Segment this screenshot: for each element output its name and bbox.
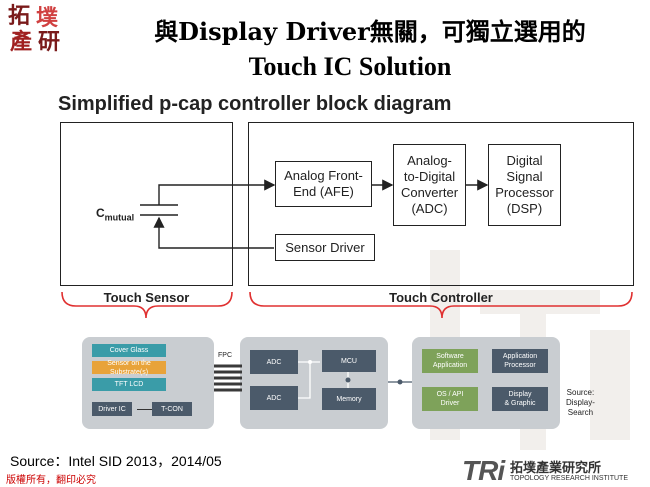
mcu-chip: MCU [322,350,376,372]
sensor-driver-block: Sensor Driver [275,234,375,261]
dsp-block: Digital Signal Processor (DSP) [488,144,561,226]
tft-lcd-layer: TFT LCD [92,378,166,391]
logo-char-1: 拓 [8,3,31,29]
cmutual-main: C [96,206,105,220]
sensor-substrate-layer: Sensor on the Substrate(s) [92,360,166,376]
cmutual-sub: mutual [104,212,135,223]
software-application-chip: Software Application [422,349,478,373]
slide-title-line-2: Touch IC Solution [248,52,452,81]
tri-name-en: TOPOLOGY RESEARCH INSTITUTE [510,475,628,482]
tri-letters: TRi [462,455,505,486]
afe-block: Analog Front- End (AFE) [275,161,372,207]
fpc-label: FPC [218,352,232,359]
tri-name-cn: 拓墣產業研究所 [510,460,602,475]
touch-controller-panel [248,122,634,286]
source-note: Source：Intel SID 2013，2014/05 [10,453,222,469]
application-processor-chip: Application Processor [492,349,548,373]
logo-char-4: 研 [38,29,61,55]
adc-chip-1: ADC [250,350,298,374]
cmutual-label: Cmutual [96,206,134,222]
cover-glass-layer: Cover Glass [92,344,166,357]
touch-sensor-label: Touch Sensor [103,290,190,305]
driver-ic-chip: Driver IC [92,402,132,416]
tcon-chip: T-CON [152,402,192,416]
diagram-title: Simplified p-cap controller block diagra… [58,93,452,115]
logo-char-3: 產 [10,29,33,55]
logo: 拓 墣 產 研 [6,4,72,54]
slide-title-line-1: 與Display Driver無關，可獨立選用的 [154,17,586,46]
logo-char-2: 墣 [36,5,59,31]
source-displaysearch: Source: Display- Search [566,388,595,417]
driver-tcon-link [137,409,152,410]
copyright-notice: 版權所有，翻印必究 [6,475,96,486]
adc-chip-2: ADC [250,386,298,410]
touch-sensor-panel [60,122,233,286]
display-graphic-chip: Display & Graphic [492,387,548,411]
adc-block: Analog- to-Digital Converter (ADC) [393,144,466,226]
memory-chip: Memory [322,388,376,410]
touch-controller-label: Touch Controller [389,290,493,305]
os-api-driver-chip: OS / API Driver [422,387,478,411]
